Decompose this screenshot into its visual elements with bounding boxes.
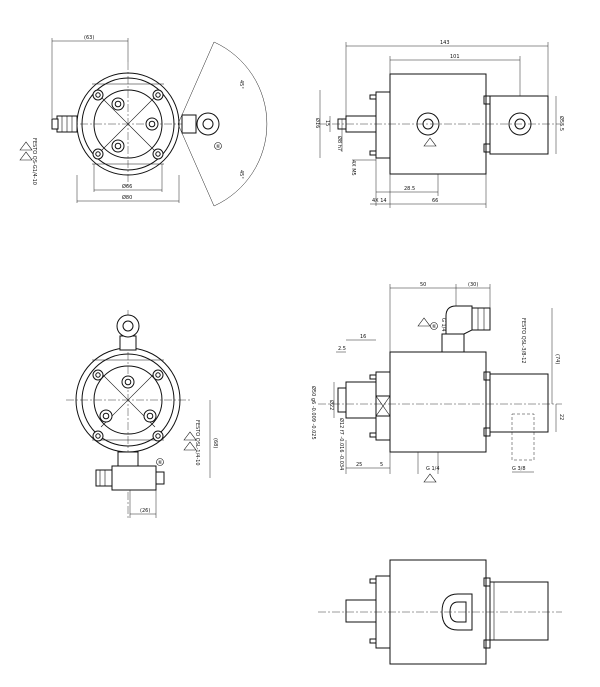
thread-g14-bottom: G 1/4 [426,466,440,472]
front-view-bottom: (26) (68) FESTO QSL-1/4-10 ⑥ [66,310,218,520]
dim-5-label: 5 [380,462,383,468]
note-mark-side-bottom: ⑥ [432,324,437,330]
dim-25-label: 25 [356,462,362,468]
bolt-hole [111,139,125,153]
dim-4x14-label: 4X 14 [372,198,387,204]
dim-74-label: (74) [554,354,560,364]
fitting-label-side: FESTO QSL-3/8-12 [520,318,526,364]
top-fitting [116,314,140,351]
bolt-hole [121,375,135,389]
dim-285-label: 28.5 [404,186,415,192]
bolt-hole [99,409,113,423]
dim-26-label: (26) [140,508,150,514]
dim-16-label: 16 [360,334,366,340]
dia-50-label: Ø50 g6 -0.009 -0.025 [310,386,317,440]
bolt-hole [111,97,125,111]
bolt-hole [92,89,104,101]
dim-22-label: 22 [558,414,564,420]
bolt-hole [145,117,159,131]
dia-555-label: Ø55.5 [558,116,565,131]
left-fitting [51,115,78,133]
bolt-hole [92,148,104,160]
dim-30-label: (30) [468,282,478,288]
dim-50-label: 50 [420,282,426,288]
bolt-hole [152,148,164,160]
dim-15-label: 15 [324,120,330,126]
bolt-hole [92,430,104,442]
side-view-bottom: ⑥ G 1/4 50 (30) 16 2.5 Ø22 Ø50 g6 -0.009… [310,282,564,483]
dia-22-label: Ø22 [328,400,335,410]
thread-m5-label: 4X M5 [350,160,356,176]
bolt-hole [152,369,164,381]
dim-66-label: 66 [432,198,438,204]
dim-25a-label: 2.5 [338,346,346,352]
fitting-label-top: FESTO QS-G1/4-10 [31,138,37,185]
fitting-label-bottom: FESTO QSL-1/4-10 [194,420,200,466]
bottom-view [318,559,562,665]
bolt-hole [152,430,164,442]
dim-101-label: 101 [450,54,460,60]
dia-12-label: Ø12 f7 -0.016 -0.034 [338,418,345,470]
dim-63-label: (63) [84,35,94,41]
bolt-hole [152,89,164,101]
dia-66-label: Ø66 [122,183,132,190]
side-view-top: 143 101 Ø16 15 Ø8 h7 4X M5 28.5 4X 14 66… [314,40,565,208]
note-mark-bottom: ⑥ [158,460,163,466]
dia-16-label: Ø16 [314,118,321,128]
bolt-hole [143,409,157,423]
dim-68-label: (68) [212,438,218,448]
bolt-hole [92,369,104,381]
dia-80-label: Ø80 [122,194,132,201]
angle-upper-label: 45° [238,80,244,89]
dim-143-label: 143 [440,40,450,46]
elbow-fitting [441,305,491,353]
front-view-top: 45° 45° (63) Ø66 Ø80 FESTO QS-G1/4-10 ⑥ [19,35,268,207]
bottom-fitting [95,451,165,491]
thread-g38-label: G 3/8 [512,466,526,472]
dia-8h7-label: Ø8 h7 [336,136,343,151]
angle-lower-label: 45° [238,170,244,179]
note-mark-top: ⑥ [216,144,221,150]
thread-g14-top: G 1/4 [440,318,446,332]
right-fitting [181,112,220,136]
